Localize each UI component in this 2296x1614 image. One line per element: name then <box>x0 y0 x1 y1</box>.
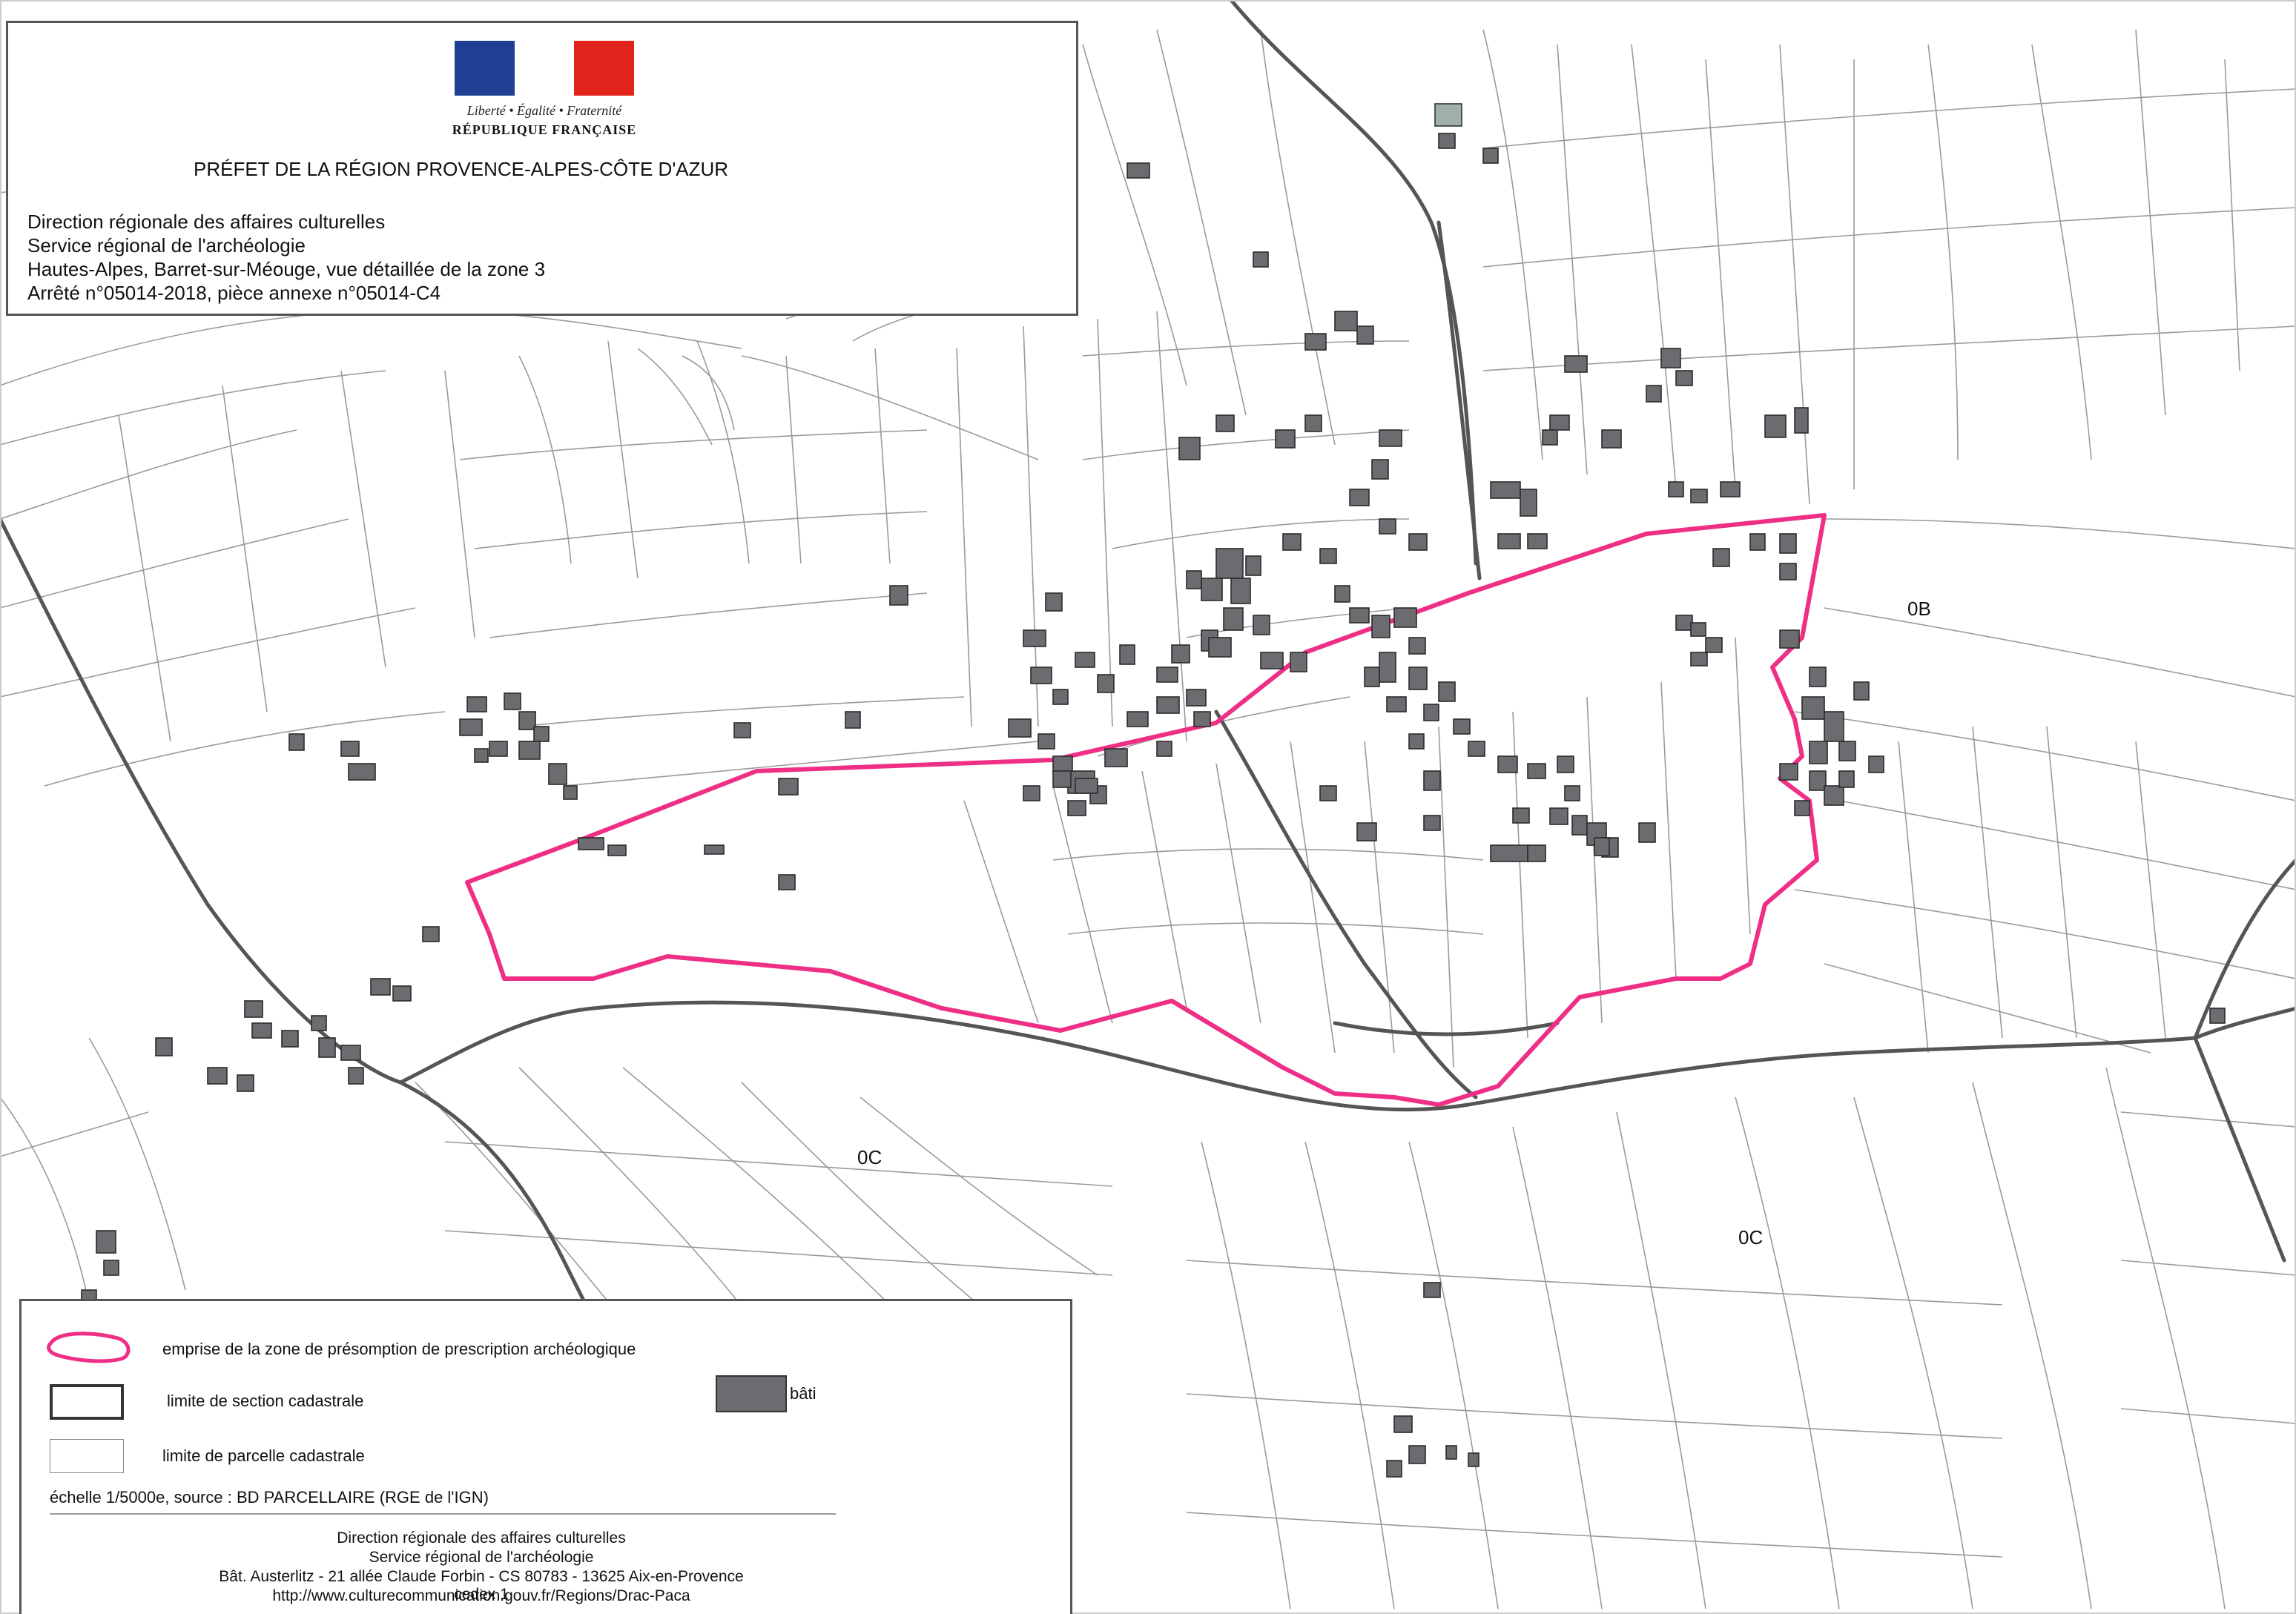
prefecture-title: PRÉFET DE LA RÉGION PROVENCE-ALPES-CÔTE … <box>194 158 729 180</box>
republic-motto: Liberté • Égalité • Fraternité <box>466 103 622 118</box>
legend-building-label: bâti <box>790 1384 817 1403</box>
parcel-boundaries <box>0 29 2296 1610</box>
buildings <box>81 133 2226 1478</box>
section-label-0c-west: 0C <box>857 1146 883 1168</box>
footer-line-address: Bât. Austerlitz - 21 allée Claude Forbin… <box>219 1568 744 1603</box>
header-line-location: Hautes-Alpes, Barret-sur-Méouge, vue dét… <box>27 258 546 280</box>
legend-separator <box>50 1513 836 1515</box>
section-label-0b: 0B <box>1907 598 1931 620</box>
parcel-swatch <box>50 1439 124 1473</box>
title-block: Liberté • Égalité • Fraternité RÉPUBLIQU… <box>6 21 1078 316</box>
hatched-building <box>1434 103 1462 127</box>
legend-parcel-label: limite de parcelle cadastrale <box>162 1446 365 1465</box>
archaeological-zone-outline <box>465 513 1827 1107</box>
section-swatch <box>50 1384 124 1420</box>
header-line-decree: Arrêté n°05014-2018, pièce annexe n°0501… <box>27 282 441 304</box>
header-line-service: Service régional de l'archéologie <box>27 234 306 257</box>
french-republic-logo <box>455 41 635 96</box>
section-boundaries <box>0 0 2296 1381</box>
zone-swatch <box>47 1332 131 1363</box>
republic-name: RÉPUBLIQUE FRANÇAISE <box>452 122 637 137</box>
building-swatch <box>716 1375 787 1412</box>
footer-line-drac: Direction régionale des affaires culture… <box>337 1529 626 1547</box>
footer-line-url: http://www.culturecommunication.gouv.fr/… <box>272 1587 690 1604</box>
header-line-drac: Direction régionale des affaires culture… <box>27 211 386 233</box>
section-label-0c-east: 0C <box>1738 1226 1764 1248</box>
footer-line-service: Service régional de l'archéologie <box>369 1549 594 1566</box>
legend-block: emprise de la zone de présomption de pre… <box>19 1299 1072 1614</box>
scale-source: échelle 1/5000e, source : BD PARCELLAIRE… <box>50 1488 489 1506</box>
legend-section-label: limite de section cadastrale <box>167 1392 364 1410</box>
legend-zone-label: emprise de la zone de présomption de pre… <box>162 1340 636 1358</box>
